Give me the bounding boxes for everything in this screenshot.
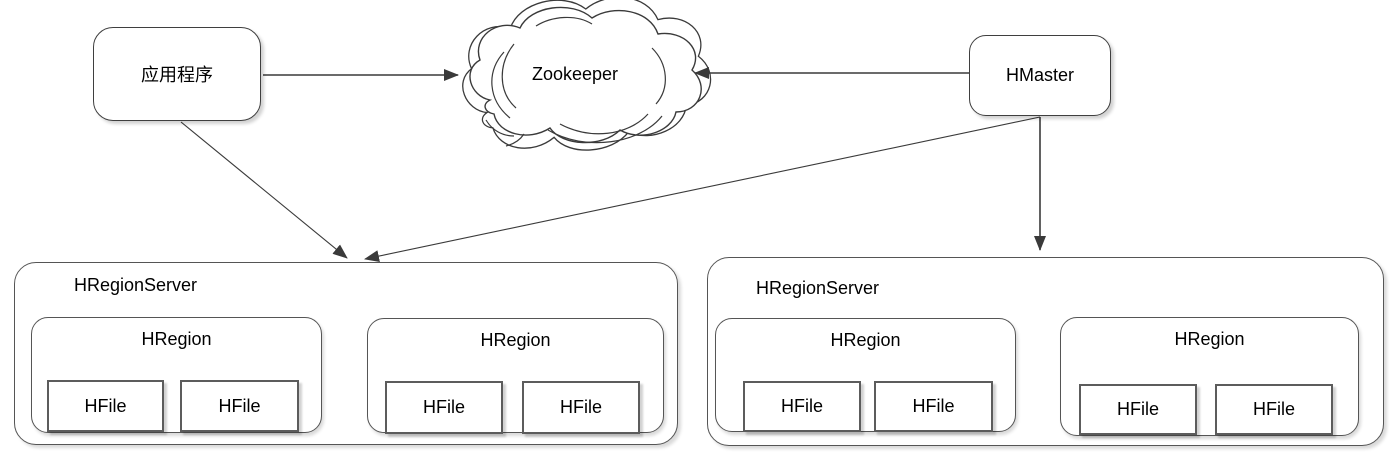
- hregion-label: HRegion: [1174, 329, 1245, 349]
- hfile-label: HFile: [1252, 399, 1295, 419]
- hfile-label: HFile: [780, 396, 823, 416]
- application-node: 应用程序: [93, 27, 261, 121]
- arrow-application-to-regionserver-1: [180, 121, 348, 259]
- hregionserver-2-label: HRegionServer: [756, 278, 880, 298]
- hregionserver-1-label: HRegionServer: [74, 275, 198, 295]
- zookeeper-cloud: Zookeeper: [462, 0, 712, 151]
- hfile-label: HFile: [912, 396, 955, 416]
- hfile-label: HFile: [1116, 399, 1159, 419]
- hfile-node: HFile: [1079, 384, 1197, 435]
- hfile-node: HFile: [47, 380, 164, 432]
- hfile-node: HFile: [180, 380, 299, 432]
- hmaster-node: HMaster: [969, 35, 1111, 116]
- hregionserver-1-node: HRegionServer HRegion HFile HFile HRegio…: [14, 262, 678, 445]
- zookeeper-label: Zookeeper: [532, 64, 618, 84]
- cloud-echo-icon: [462, 0, 712, 151]
- hfile-label: HFile: [422, 397, 465, 417]
- hregion-label: HRegion: [141, 329, 212, 349]
- hregion-label: HRegion: [830, 330, 901, 350]
- hfile-node: HFile: [743, 381, 861, 432]
- hfile-label: HFile: [218, 395, 261, 416]
- cloud-scribbles-icon: [485, 16, 666, 147]
- cloud-icon: [469, 6, 702, 144]
- hregion-node: HRegion HFile HFile: [31, 317, 322, 433]
- hfile-node: HFile: [385, 381, 503, 434]
- hmaster-label: HMaster: [1005, 65, 1074, 85]
- hfile-label: HFile: [84, 395, 127, 416]
- hregionserver-2-node: HRegionServer HRegion HFile HFile HRegio…: [707, 257, 1384, 446]
- hregion-node: HRegion HFile HFile: [1060, 317, 1359, 436]
- hregion-label: HRegion: [480, 330, 551, 350]
- hfile-label: HFile: [559, 397, 602, 417]
- hfile-node: HFile: [874, 381, 993, 432]
- hfile-node: HFile: [1215, 384, 1333, 435]
- application-label: 应用程序: [141, 65, 213, 85]
- arrow-hmaster-to-regionserver-1: [364, 116, 1041, 262]
- hregion-node: HRegion HFile HFile: [715, 318, 1016, 432]
- hregion-node: HRegion HFile HFile: [367, 318, 664, 434]
- hfile-node: HFile: [522, 381, 640, 434]
